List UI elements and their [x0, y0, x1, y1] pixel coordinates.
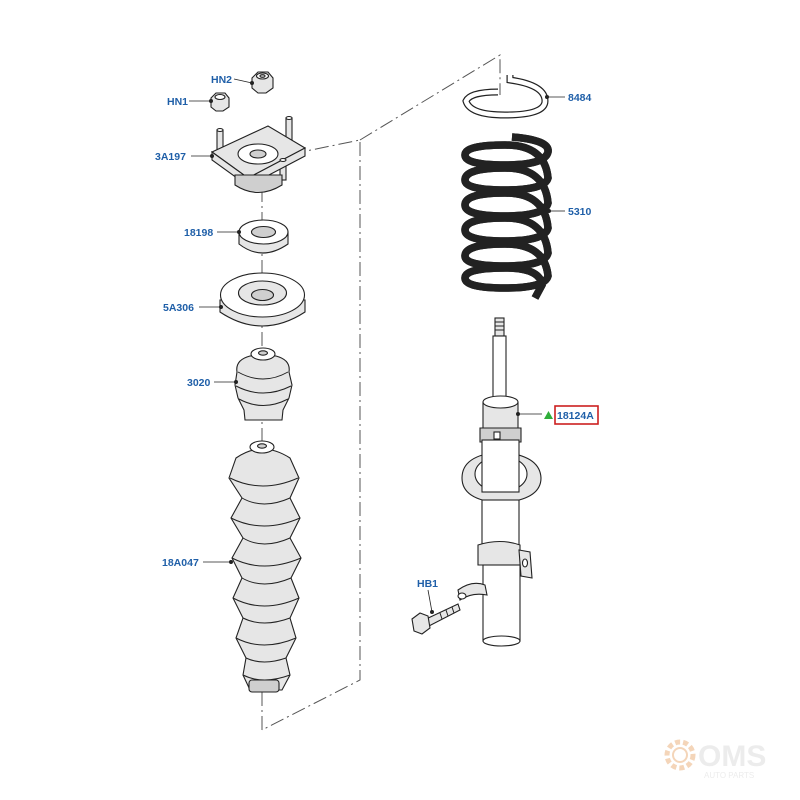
- label-8484: 8484: [568, 92, 592, 104]
- highlight-box: [554, 405, 599, 425]
- boot-18a047: [228, 440, 302, 693]
- nut-hn2: [251, 71, 274, 94]
- label-5310: 5310: [568, 206, 592, 218]
- leader-lines: [189, 78, 565, 614]
- coil-spring-5310: [461, 137, 548, 298]
- label-3a197: 3A197: [155, 151, 186, 163]
- bearing-18198: [238, 219, 289, 254]
- label-5a306: 5A306: [163, 302, 194, 314]
- label-18124a[interactable]: 18124A: [557, 410, 594, 422]
- gear-icon: [664, 739, 696, 771]
- label-3020: 3020: [187, 377, 211, 389]
- strut-18124a: [457, 317, 542, 647]
- watermark: OMS AUTO PARTS: [664, 739, 766, 780]
- label-18198: 18198: [184, 227, 213, 239]
- watermark-sub: AUTO PARTS: [704, 771, 754, 780]
- watermark-brand: OMS: [698, 740, 766, 773]
- seat-5a306: [219, 272, 306, 327]
- label-hn1: HN1: [167, 96, 188, 108]
- spring-ring-8484: [462, 75, 549, 119]
- bump-stop-3020: [234, 347, 293, 421]
- nut-hn1: [210, 92, 230, 112]
- top-mount-3a197: [210, 115, 307, 194]
- bolt-hb1: [411, 603, 461, 635]
- label-hn2: HN2: [211, 74, 232, 86]
- indicator-triangle-icon: [544, 411, 553, 419]
- label-hb1: HB1: [417, 578, 438, 590]
- part-labels: HN2 HN1 3A197 18198 5A306 3020 18A047 84…: [155, 74, 599, 590]
- label-18a047: 18A047: [162, 557, 199, 569]
